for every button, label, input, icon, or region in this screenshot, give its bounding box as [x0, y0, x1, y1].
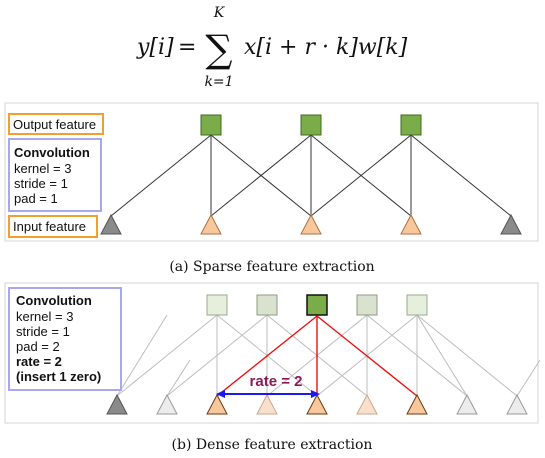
input-feature-label: Input feature	[13, 219, 86, 234]
output-node	[400, 114, 422, 136]
panel-b-nodes	[106, 294, 528, 415]
zero-node	[156, 393, 178, 415]
input-node	[406, 393, 428, 415]
conv-rate-note-b: (insert 1 zero)	[16, 369, 101, 384]
rate-arrow-left-head	[216, 390, 225, 398]
conv-box-b	[8, 287, 122, 391]
rate-arrow-right-head	[311, 390, 320, 398]
conv-kernel-b: kernel = 3	[16, 309, 73, 324]
input-node	[300, 213, 322, 235]
input-node	[206, 393, 228, 415]
input-node	[400, 213, 422, 235]
padding-node	[100, 213, 122, 235]
input-node	[306, 393, 328, 415]
panel-a-connections	[110, 134, 512, 217]
connection-line	[410, 134, 512, 217]
panel-b-connections	[116, 314, 541, 397]
output-node	[306, 294, 328, 316]
input-node	[356, 393, 378, 415]
dilated-connection-line	[316, 315, 418, 397]
output-feature-label-box	[8, 113, 104, 135]
connection-line	[116, 314, 218, 397]
zero-node	[506, 393, 528, 415]
equation: y[i] = K ∑ k=1 x[i + r · k]w[k]	[136, 5, 408, 90]
sum-lower-limit: k=1	[204, 74, 233, 90]
output-node	[300, 114, 322, 136]
conv-pad-a: pad = 1	[14, 191, 58, 206]
rate-annotation: rate = 2	[250, 373, 303, 390]
output-node	[200, 114, 222, 136]
output-node	[406, 294, 428, 316]
padding-node	[106, 393, 128, 415]
conv-pad-b: pad = 2	[16, 339, 60, 354]
conv-stride-a: stride = 1	[14, 176, 68, 191]
conv-box-a	[8, 138, 102, 212]
output-node	[356, 294, 378, 316]
connection-line	[110, 134, 212, 217]
conv-rate-b: rate = 2	[16, 354, 62, 369]
conv-title-a: Convolution	[14, 145, 90, 160]
sum-upper-limit: K	[213, 5, 226, 21]
conv-kernel-a: kernel = 3	[14, 161, 71, 176]
connection-line	[166, 359, 191, 397]
connection-line	[416, 314, 468, 397]
zero-node	[456, 393, 478, 415]
sum-symbol: ∑	[205, 27, 232, 71]
connection-line	[210, 134, 312, 217]
connection-line	[166, 314, 268, 397]
padding-node	[500, 213, 522, 235]
output-feature-label: Output feature	[13, 117, 96, 132]
conv-stride-b: stride = 1	[16, 324, 70, 339]
connection-line	[310, 134, 412, 217]
connection-line	[516, 359, 541, 397]
input-feature-label-box	[8, 215, 98, 238]
caption-a: (a) Sparse feature extraction	[169, 259, 374, 275]
connection-line	[116, 314, 168, 397]
input-node	[200, 213, 222, 235]
connection-line	[416, 314, 518, 397]
caption-b: (b) Dense feature extraction	[172, 437, 373, 453]
panel-a-nodes	[100, 114, 522, 235]
output-node	[206, 294, 228, 316]
conv-title-b: Convolution	[16, 293, 92, 308]
equation-rhs: x[i + r · k]w[k]	[244, 35, 408, 60]
dilated-connection-line	[216, 315, 318, 397]
equation-lhs: y[i]	[136, 35, 174, 60]
equation-equals: =	[178, 35, 196, 60]
output-node	[256, 294, 278, 316]
input-node	[256, 393, 278, 415]
